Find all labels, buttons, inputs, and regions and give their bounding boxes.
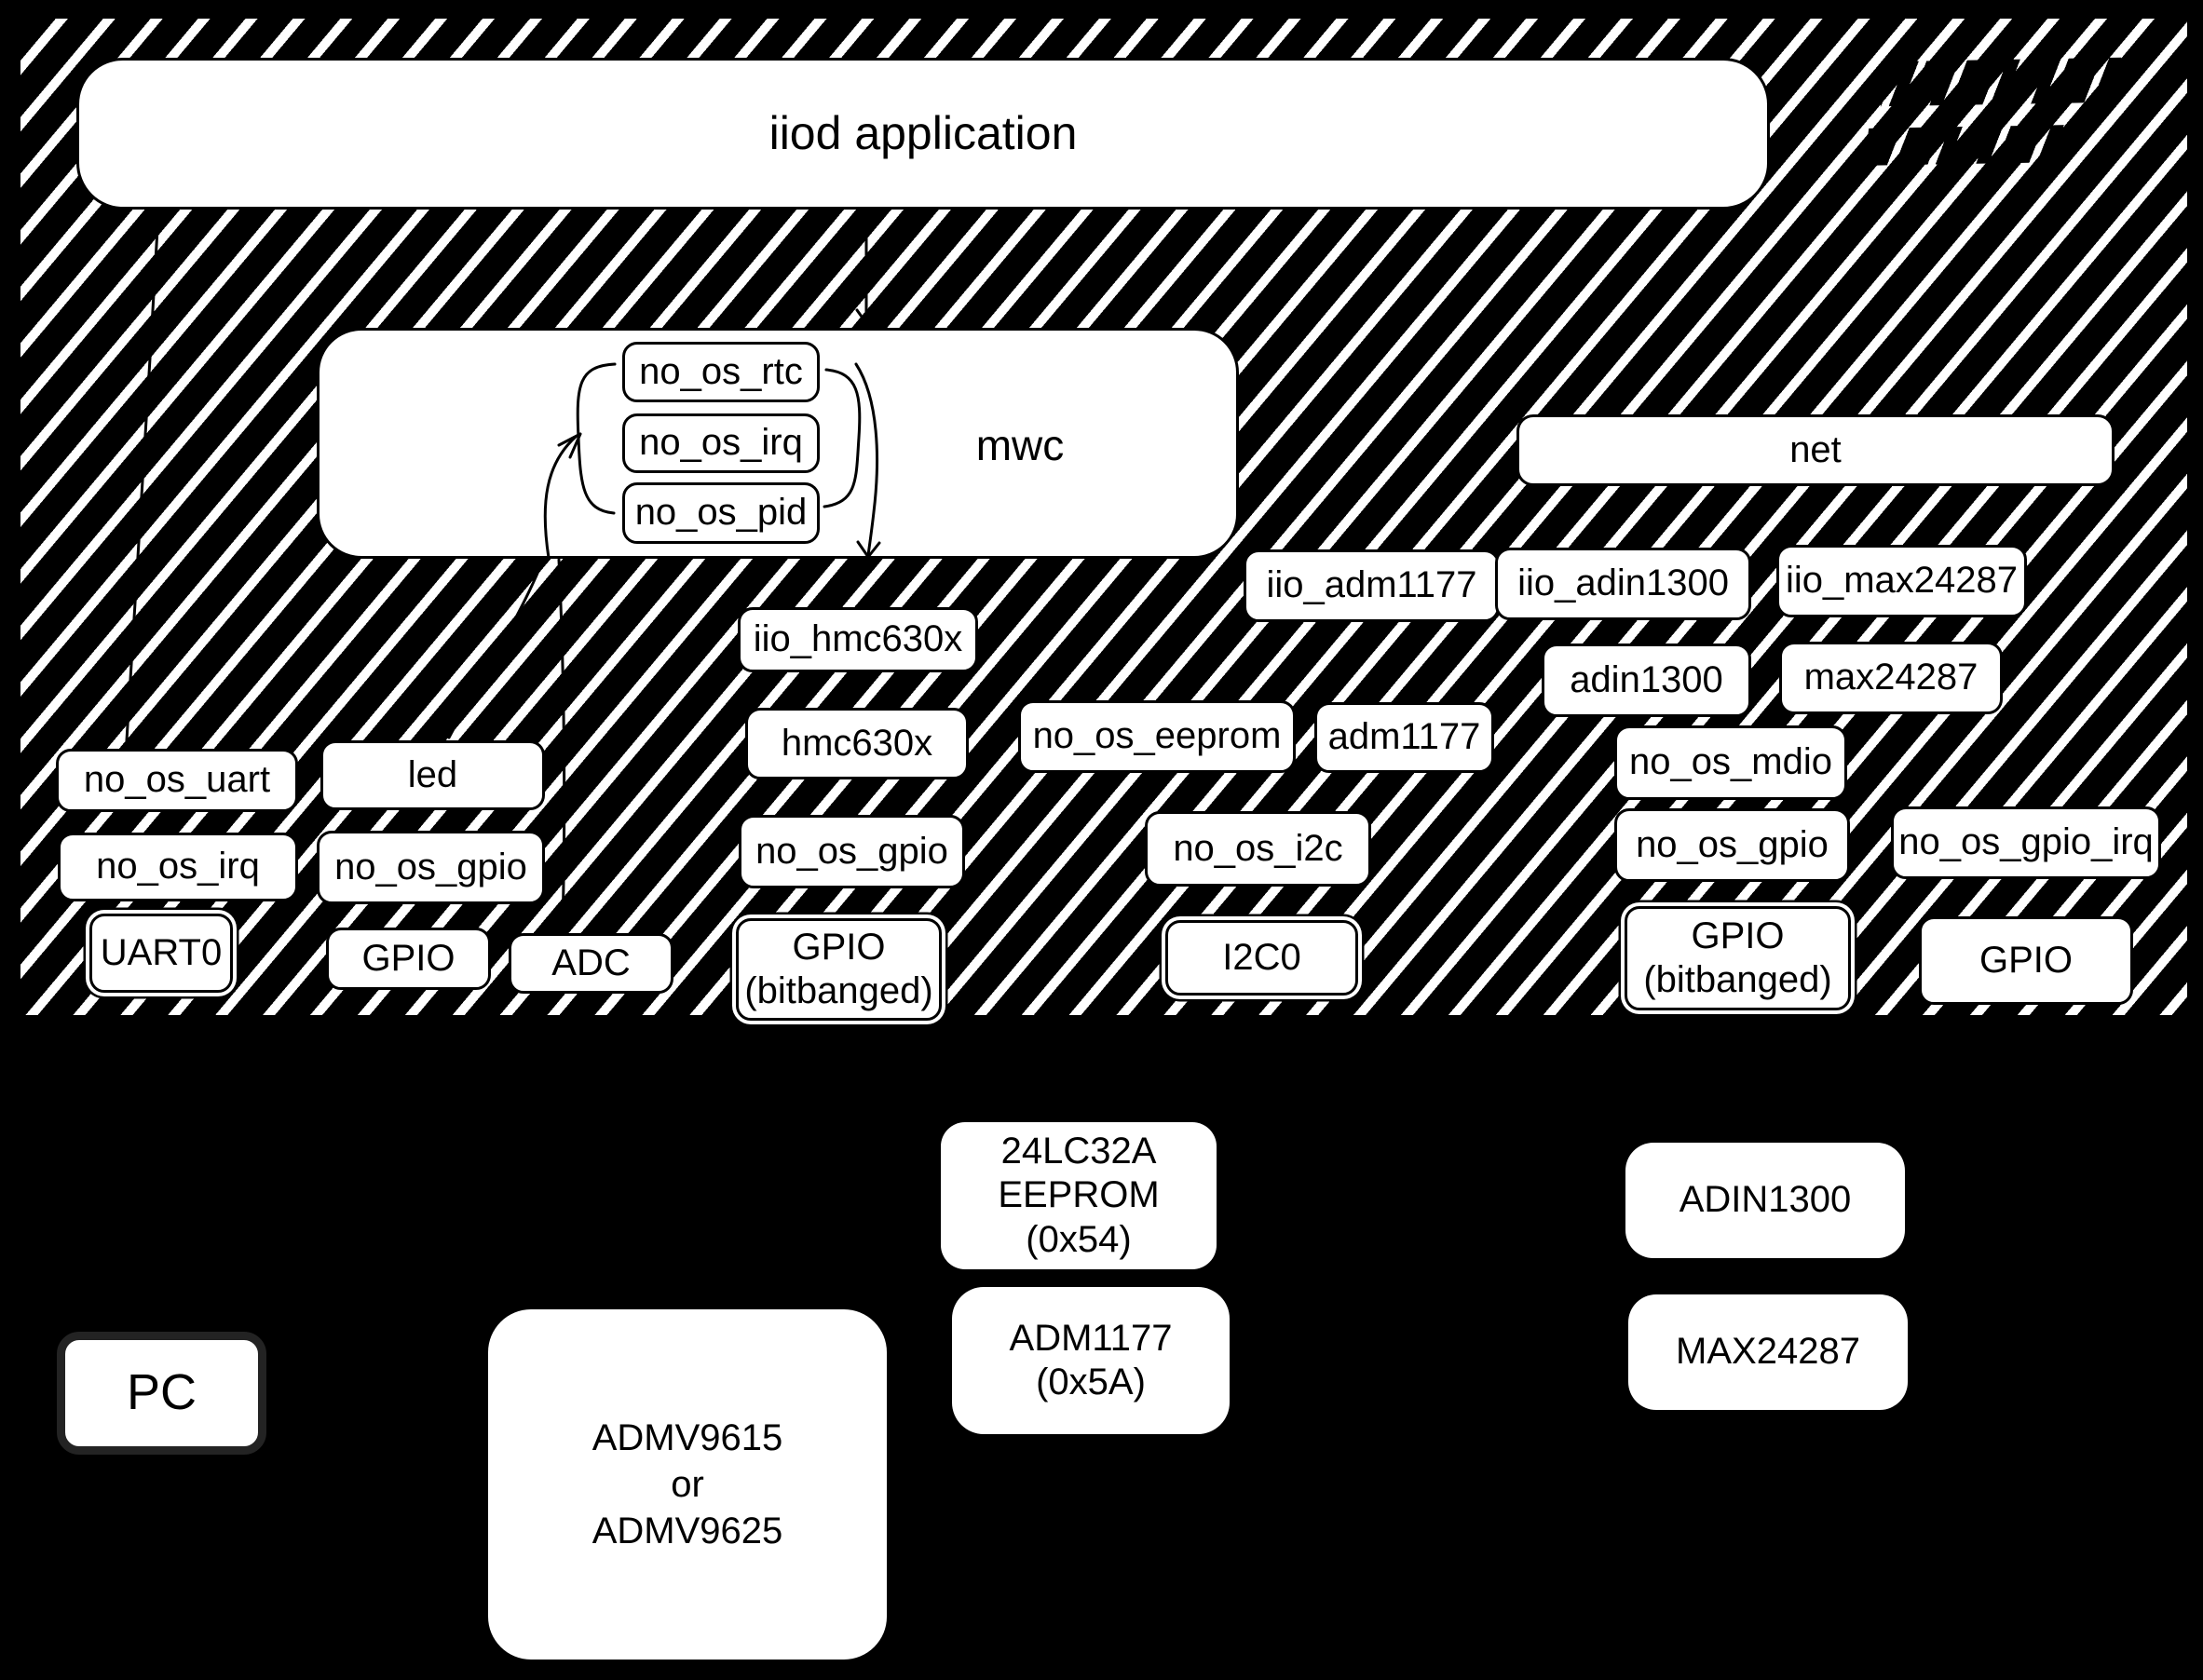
box-admv-module: ADMV9615 or ADMV9625 <box>488 1309 887 1660</box>
box-gpio-bitbanged-right: GPIO (bitbanged) <box>1625 906 1851 1010</box>
box-no-os-gpio-right: no_os_gpio <box>1614 808 1850 882</box>
box-max24287-hw: MAX24287 <box>1628 1294 1908 1410</box>
obscured-label-line1 <box>1880 57 2122 107</box>
mwc-label: mwc <box>975 421 1065 469</box>
box-iio-hmc630x: iio_hmc630x <box>738 607 978 672</box>
box-no-os-irq-mwc: no_os_irq <box>622 413 820 473</box>
box-gpio-right: GPIO <box>1919 916 2133 1005</box>
box-pc: PC <box>57 1332 266 1455</box>
box-max24287: max24287 <box>1779 642 2003 714</box>
box-iio-adm1177: iio_adm1177 <box>1244 549 1500 622</box>
box-adc: ADC <box>509 933 673 994</box>
box-no-os-pid: no_os_pid <box>622 482 820 544</box>
box-iiod-application: iiod application <box>76 58 1770 210</box>
obscured-label-line2 <box>1864 125 2067 166</box>
box-adin1300: adin1300 <box>1542 644 1751 717</box>
box-led: led <box>320 740 545 810</box>
box-no-os-uart: no_os_uart <box>56 749 298 812</box>
box-iio-adin1300: iio_adin1300 <box>1495 548 1751 620</box>
box-no-os-eeprom: no_os_eeprom <box>1018 700 1296 773</box>
box-iio-max24287: iio_max24287 <box>1776 545 2027 617</box>
box-no-os-mdio: no_os_mdio <box>1614 725 1847 800</box>
box-uart0: UART0 <box>89 914 233 993</box>
box-gpio-bitbanged-mid: GPIO (bitbanged) <box>736 918 942 1021</box>
box-no-os-gpio-left: no_os_gpio <box>317 831 545 904</box>
box-no-os-i2c: no_os_i2c <box>1145 811 1371 887</box>
box-hmc630x: hmc630x <box>745 708 969 779</box>
box-i2c0: I2C0 <box>1165 920 1358 996</box>
box-eeprom-hw: 24LC32A EEPROM (0x54) <box>941 1122 1217 1269</box>
box-net: net <box>1516 414 2115 486</box>
box-no-os-rtc: no_os_rtc <box>622 342 820 402</box>
box-gpio-left: GPIO <box>326 928 491 990</box>
box-adm1177: adm1177 <box>1314 702 1494 773</box>
box-no-os-irq: no_os_irq <box>58 833 298 901</box>
box-adm1177-hw: ADM1177 (0x5A) <box>952 1287 1230 1434</box>
box-no-os-gpio-irq: no_os_gpio_irq <box>1891 806 2161 879</box>
box-no-os-gpio-mid: no_os_gpio <box>739 815 965 888</box>
box-adin1300-hw: ADIN1300 <box>1625 1143 1905 1258</box>
